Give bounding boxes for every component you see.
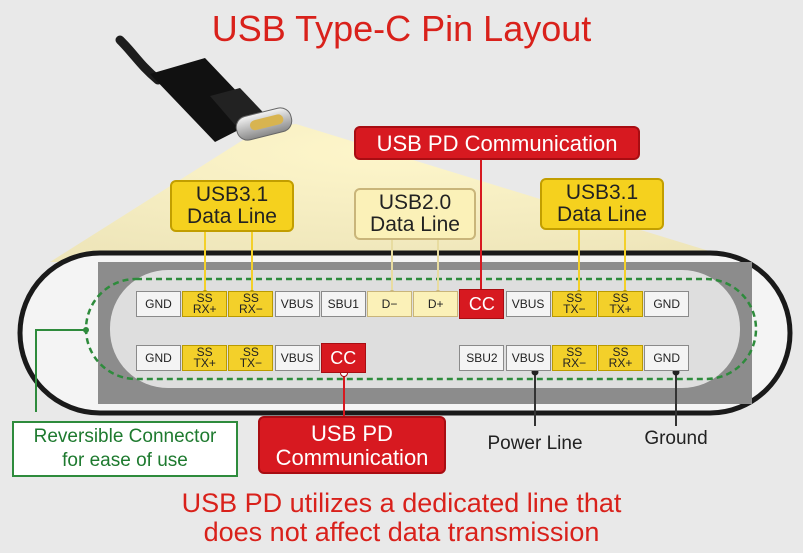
callout-usb31-left-line1: USB3.1 [195,183,269,206]
usb-c-cable-icon [115,35,293,142]
leader-lines [35,158,677,426]
pin-top-1-label-0: SS [196,291,213,305]
pin-bottom-9-label-1: RX− [562,356,587,370]
pin-bottom-10-label-1: RX+ [608,356,633,370]
callout-usb31-right: USB3.1 Data Line [540,178,664,230]
pin-top-10-label-1: TX+ [609,302,632,316]
callout-usb20-line1: USB2.0 [378,191,452,214]
pin-top-8-label-0: VBUS [511,296,545,311]
pin-top-0: GND [136,291,181,317]
pin-top-1-label-1: RX+ [192,302,217,316]
callout-reversible-line2: for ease of use [62,450,188,471]
pin-top-3-label-0: VBUS [280,296,314,311]
footer-line1: USB PD utilizes a dedicated line that [181,488,622,518]
callout-pd-bottom-line1: USB PD [311,421,393,446]
label-ground: Ground [644,428,708,449]
pin-top-4: SBU1 [320,291,366,317]
pin-top-2-label-1: RX− [239,302,263,316]
pin-top-7-label-0: CC [468,293,495,314]
pin-top-11-label-0: GND [653,296,681,311]
pin-top-7: CC [459,289,505,319]
pin-bottom-8-label-0: VBUS [511,350,545,365]
pin-top-10-label-0: SS [612,291,629,305]
pin-bottom-7-label-0: SBU2 [466,350,498,365]
pin-top-9-label-0: SS [566,291,583,305]
pin-bottom-10-label-0: SS [612,345,629,359]
pin-top-0-label-0: GND [145,296,172,311]
pin-bottom-8: VBUS [505,345,551,371]
footer-line2: does not affect data transmission [203,517,600,547]
pin-top-6: D+ [413,291,459,317]
pin-top-8: VBUS [505,291,551,317]
pin-top-4-label-0: SBU1 [327,296,359,311]
pin-bottom-2-label-1: TX− [239,356,263,370]
pin-bottom-9-label-0: SS [566,345,583,359]
pin-top-9-label-1: TX− [563,302,586,316]
pin-bottom-1-label-0: SS [196,345,213,359]
callout-pd-bottom: USB PD Communication [258,416,446,474]
callout-usb20-line2: Data Line [370,213,460,236]
pin-bottom-2-label-0: SS [242,345,259,359]
pin-top-3: VBUS [274,291,320,317]
callout-usb31-left-line2: Data Line [187,205,277,228]
callout-pd-bottom-line2: Communication [275,445,429,470]
pin-bottom-4-label-0: CC [330,347,357,368]
pin-bottom-1-label-1: TX+ [193,356,216,370]
callout-usb31-left: USB3.1 Data Line [170,180,294,232]
page-title: USB Type-C Pin Layout [211,8,592,49]
pin-bottom-4: CC [320,343,366,373]
pin-bottom-0: GND [136,345,181,371]
pin-bottom-11: GND [644,345,690,371]
callout-usb31-right-line1: USB3.1 [565,181,639,204]
callout-usb20: USB2.0 Data Line [354,188,476,240]
pin-top-5-label-0: D− [381,296,398,311]
pin-top-6-label-0: D+ [427,296,444,311]
pin-bottom-11-label-0: GND [653,350,681,365]
callout-usb31-right-line2: Data Line [557,203,647,226]
callout-reversible-line1: Reversible Connector [33,426,217,447]
pin-bottom-3-label-0: VBUS [280,350,314,365]
pin-bottom-7: SBU2 [459,345,505,371]
pin-bottom-0-label-0: GND [145,350,172,365]
callout-reversible: Reversible Connector for ease of use [12,421,238,477]
pin-bottom-3: VBUS [274,345,320,371]
pin-top-11: GND [644,291,690,317]
footer-note: USB PD utilizes a dedicated line that do… [0,489,803,547]
pin-top-2-label-0: SS [242,291,259,305]
label-power-line: Power Line [487,433,583,454]
pin-top-5: D− [367,291,412,317]
callout-pd-top: USB PD Communication [354,126,640,160]
